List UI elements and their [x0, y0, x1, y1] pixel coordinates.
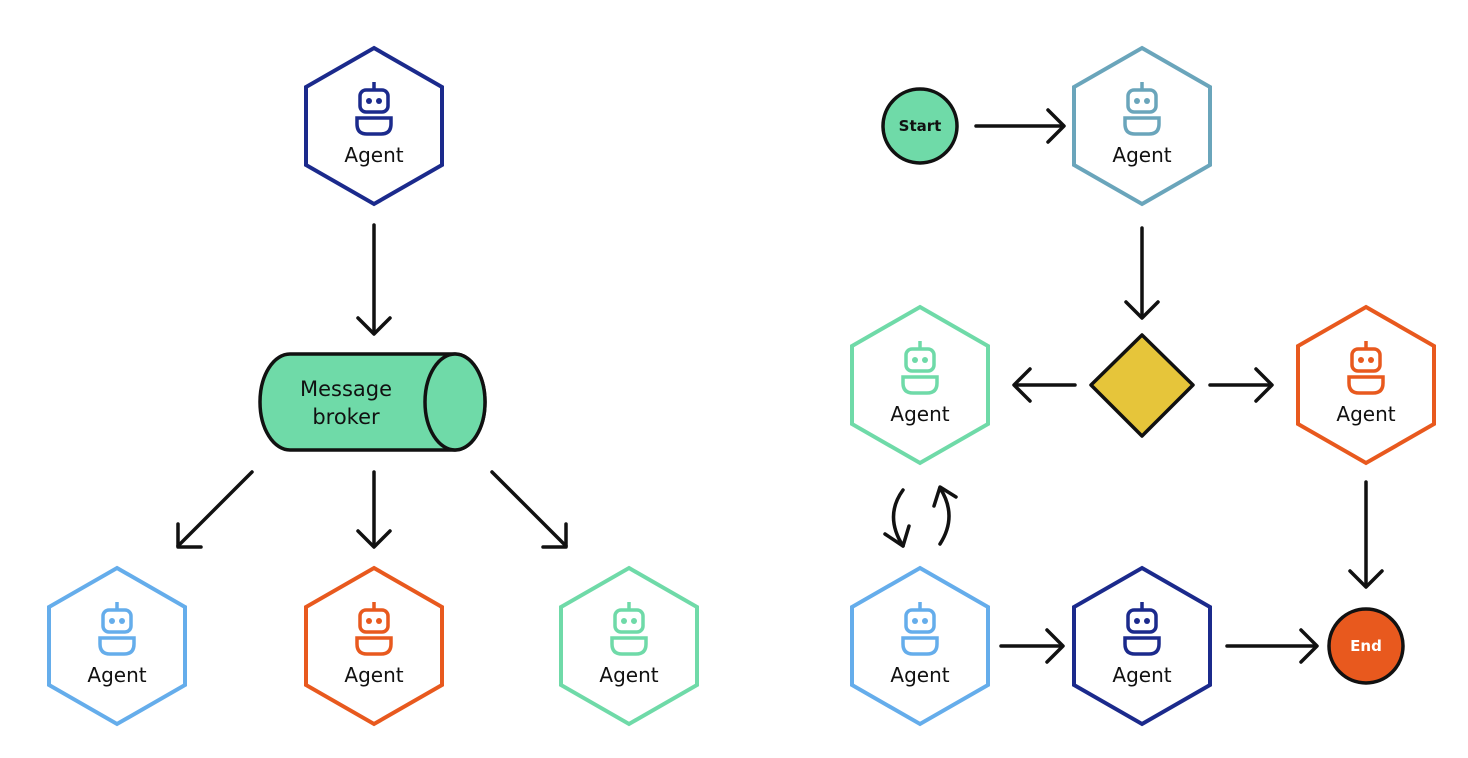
agent-label: Agent	[1336, 402, 1395, 426]
agent-label: Agent	[890, 663, 949, 687]
arrow-orange-agent-to-end	[1348, 480, 1384, 589]
arrow-agent-to-decision	[1124, 226, 1160, 320]
message-broker: Message broker	[258, 352, 487, 452]
arrow-loop-down	[883, 488, 911, 548]
agent-node-middle-left: Agent	[850, 305, 990, 465]
decision-node	[1089, 333, 1195, 438]
agent-label: Agent	[87, 663, 146, 687]
start-node: Start	[881, 87, 959, 165]
arrow-decision-to-right-agent	[1208, 367, 1274, 403]
agent-node-bottom-left: Agent	[850, 566, 990, 726]
agent-node-bottom-right: Agent	[559, 566, 699, 726]
end-node: End	[1327, 607, 1405, 685]
agent-node-top: Agent	[1072, 46, 1212, 206]
arrow-top-to-broker	[356, 223, 392, 336]
agent-node-bottom-middle: Agent	[1072, 566, 1212, 726]
arrow-loop-up	[932, 485, 958, 546]
agent-label: Agent	[890, 402, 949, 426]
agent-label: Agent	[344, 143, 403, 167]
arrow-broker-to-left-agent	[176, 470, 254, 549]
arrow-broker-to-middle-agent	[356, 470, 392, 549]
broker-label-line2: broker	[312, 405, 380, 429]
agent-node-bottom-middle: Agent	[304, 566, 444, 726]
end-label: End	[1350, 637, 1382, 655]
right-workflow-diagram: Start End Agent Agent Agent	[850, 46, 1436, 726]
agent-label: Agent	[1112, 143, 1171, 167]
agent-node-bottom-left: Agent	[47, 566, 187, 726]
agent-node-middle-right: Agent	[1296, 305, 1436, 465]
agent-label: Agent	[344, 663, 403, 687]
agent-label: Agent	[1112, 663, 1171, 687]
start-label: Start	[899, 117, 942, 135]
arrow-decision-to-left-agent	[1012, 367, 1077, 403]
arrow-start-to-agent	[974, 108, 1066, 144]
agent-node-top: Agent	[304, 46, 444, 206]
arrow-broker-to-right-agent	[490, 470, 568, 549]
agent-label: Agent	[599, 663, 658, 687]
broker-label-line1: Message	[300, 377, 392, 401]
arrow-sky-agent-to-navy-agent	[999, 628, 1065, 664]
left-broker-diagram: Agent Message broker Agent Agent Agent	[47, 46, 699, 726]
arrow-navy-agent-to-end	[1225, 628, 1319, 664]
